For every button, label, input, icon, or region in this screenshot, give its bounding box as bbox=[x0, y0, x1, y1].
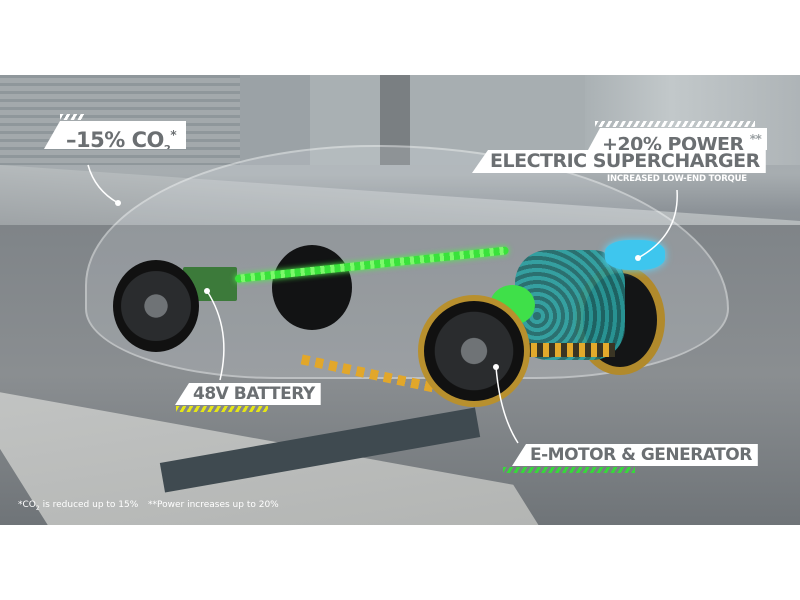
rear-right-wheel bbox=[272, 245, 352, 330]
co2-asterisk: * bbox=[170, 128, 177, 142]
footnote-power: **Power increases up to 20% bbox=[148, 500, 279, 510]
front-left-wheel bbox=[418, 295, 530, 407]
motor-stripe bbox=[503, 467, 635, 473]
supercharger-subtitle: INCREASED LOW-END TORQUE bbox=[607, 174, 747, 184]
battery-stripe bbox=[176, 406, 268, 412]
scene-image: –15% CO2* +20% POWER ** ELECTRIC SUPERCH… bbox=[0, 75, 800, 525]
power-asterisk: ** bbox=[749, 132, 762, 146]
building-facade bbox=[0, 75, 240, 165]
electric-supercharger bbox=[605, 240, 665, 270]
footnote-co2: *CO2 is reduced up to 15% bbox=[18, 500, 138, 512]
power-callout-text: +20% POWER bbox=[602, 133, 744, 156]
co2-callout: –15% CO2 * bbox=[44, 121, 187, 152]
decorative-hatch bbox=[60, 114, 84, 120]
decorative-hatch bbox=[595, 121, 755, 127]
rear-left-wheel bbox=[113, 260, 199, 352]
callout-lines bbox=[87, 164, 678, 444]
co2-subscript: 2 bbox=[164, 144, 171, 149]
power-callout: +20% POWER ** bbox=[588, 128, 768, 150]
footnote-co2-subscript: 2 bbox=[35, 504, 40, 512]
co2-callout-text: –15% CO bbox=[66, 128, 164, 152]
battery-callout: 48V BATTERY bbox=[175, 383, 321, 405]
footnote-co2-prefix: *CO bbox=[18, 500, 36, 510]
footnote-co2-text: is reduced up to 15% bbox=[39, 500, 139, 510]
motor-callout: E-MOTOR & GENERATOR bbox=[512, 444, 758, 466]
supercharger-callout: ELECTRIC SUPERCHARGER bbox=[472, 150, 766, 173]
